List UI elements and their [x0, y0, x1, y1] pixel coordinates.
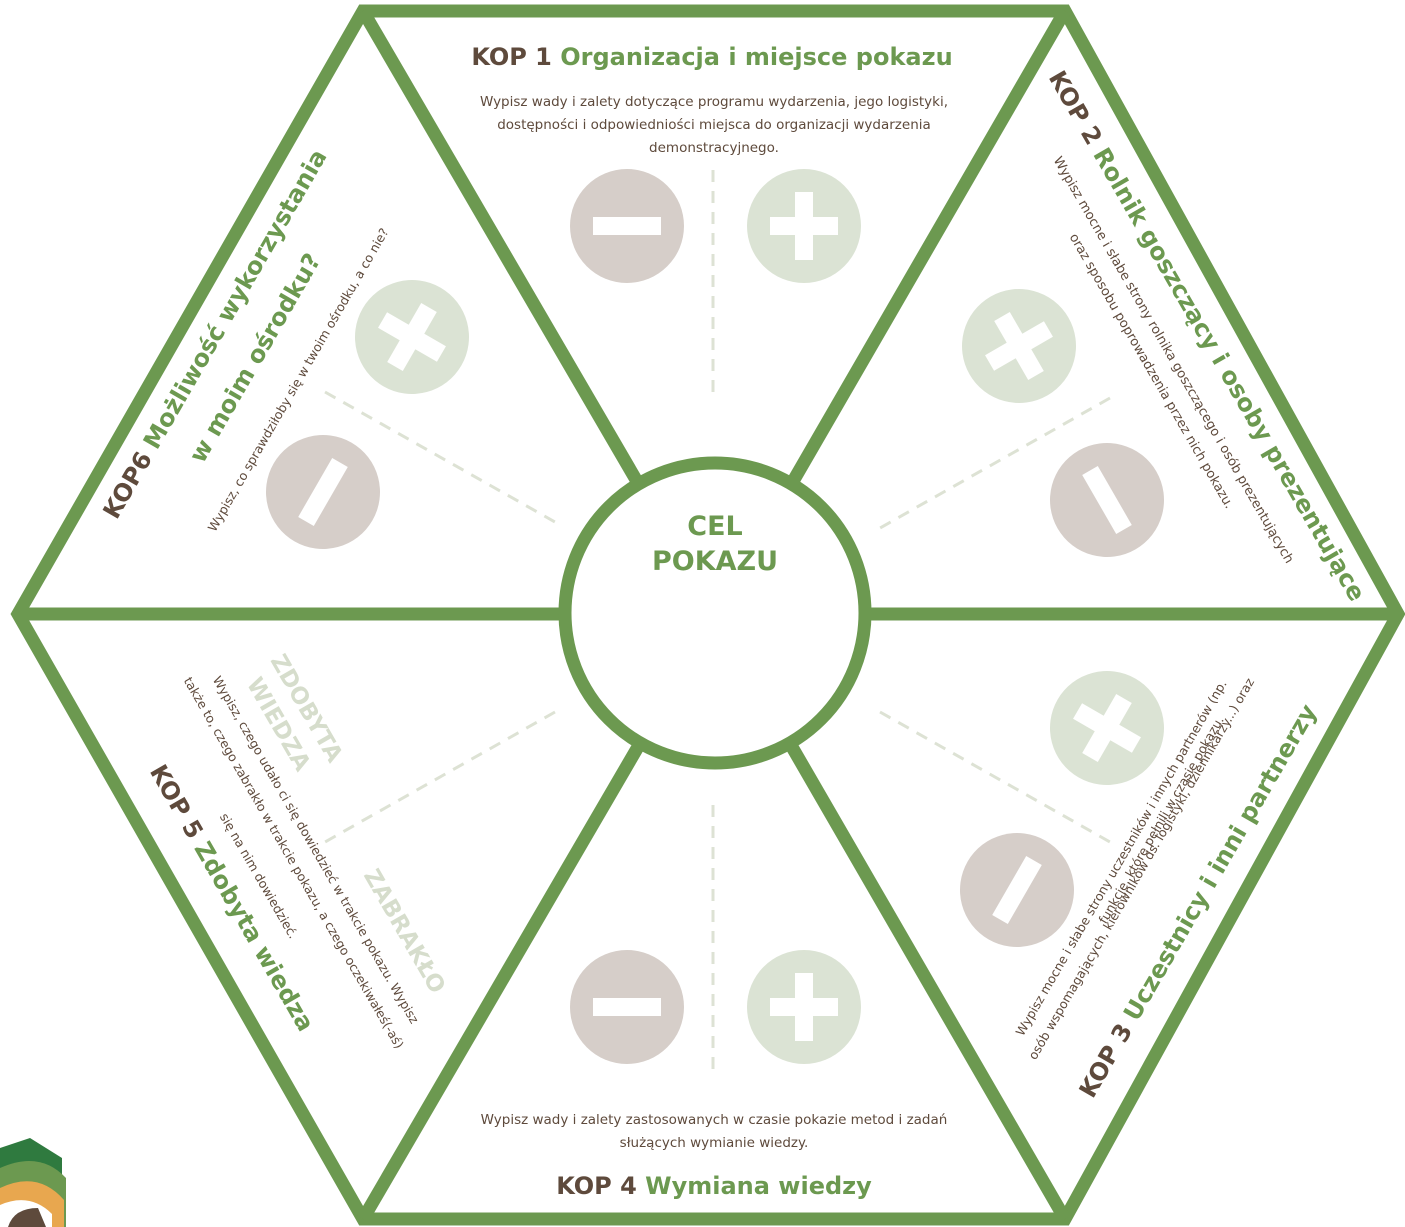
kop4-plus-icon — [747, 950, 861, 1064]
spoke-bottom-left — [357, 736, 648, 1223]
center-title-line1: CEL — [687, 511, 742, 542]
center-circle — [558, 456, 872, 770]
center-goal: CEL POKAZU — [558, 456, 872, 770]
kop1-heading: KOP 1 Organizacja i miejsce pokazu — [471, 43, 952, 71]
kop4-desc-line1: Wypisz wady i zalety zastosowanych w cza… — [481, 1112, 948, 1128]
separator-kop6 — [324, 390, 556, 524]
kop1-minus-icon — [570, 169, 684, 283]
section-kop1: KOP 1 Organizacja i miejsce pokazu Wypis… — [471, 43, 953, 283]
section-kop3: KOP 3 Uczestnicy i inni partnerzy Wypisz… — [960, 671, 1323, 1103]
kop4-title: Wymiana wiedzy — [645, 1172, 872, 1200]
dashed-separators — [324, 170, 1111, 1070]
kop1-desc-line1: Wypisz wady i zalety dotyczące programu … — [480, 94, 948, 110]
spoke-top-right — [782, 7, 1071, 494]
separator-kop2 — [879, 396, 1111, 530]
kop3-minus-icon — [960, 833, 1074, 947]
kop1-prefix: KOP 1 — [471, 43, 560, 71]
section-kop6: KOP6 Możliwość wykorzystania w moim ośro… — [98, 145, 469, 549]
kop6-plus-icon — [355, 280, 469, 394]
kop1-title: Organizacja i miejsce pokazu — [560, 43, 952, 71]
kop1-desc-line2: dostępności i odpowiedniości miejsca do … — [497, 117, 931, 133]
separator-kop5 — [324, 710, 556, 844]
spoke-top-left — [357, 7, 648, 494]
separator-kop3 — [879, 710, 1111, 844]
kop2-minus-icon — [1050, 443, 1164, 557]
kop1-plus-icon — [747, 169, 861, 283]
section-kop5: KOP 5 Zdobyta wiedza Wypisz, czego udało… — [144, 650, 450, 1051]
kop4-heading: KOP 4 Wymiana wiedzy — [556, 1172, 872, 1200]
corner-logo-icon — [0, 1138, 66, 1227]
kop4-minus-icon — [570, 950, 684, 1064]
kop6-minus-icon — [266, 435, 380, 549]
section-kop2: KOP 2 Rolnik goszczący i osoby prezentuj… — [962, 66, 1371, 606]
kop4-prefix: KOP 4 — [556, 1172, 645, 1200]
kop4-desc-line2: służących wymianie wiedzy. — [620, 1135, 809, 1151]
section-kop4: Wypisz wady i zalety zastosowanych w cza… — [481, 950, 948, 1200]
kop1-desc-line3: demonstracyjnego. — [649, 140, 779, 156]
spoke-bottom-right — [782, 736, 1071, 1223]
center-title-line2: POKAZU — [652, 546, 778, 577]
hexagon-frame — [10, 4, 1405, 1226]
kop2-plus-icon — [962, 289, 1076, 403]
kop5-prefix: KOP 5 — [144, 760, 213, 851]
kop3-plus-icon — [1050, 671, 1164, 785]
